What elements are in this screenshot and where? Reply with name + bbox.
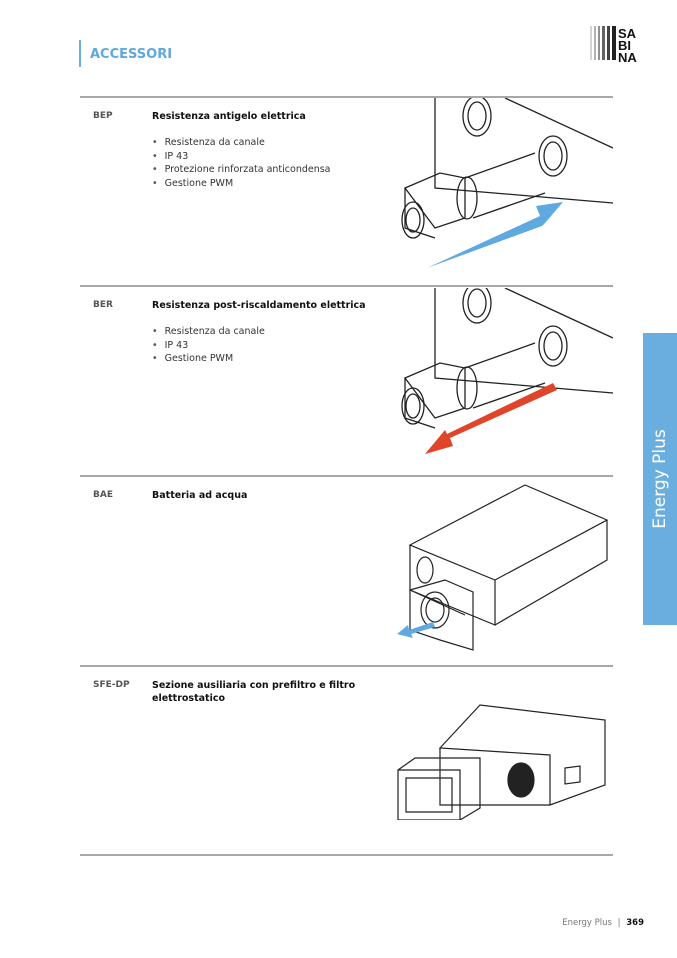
- svg-text:BI: BI: [618, 38, 631, 53]
- divider: [80, 285, 613, 287]
- item-code: SFE-DP: [93, 680, 130, 690]
- side-section-tab: Energy Plus: [643, 333, 677, 625]
- page-number: 369: [626, 918, 644, 928]
- item-code: BEP: [93, 111, 113, 121]
- divider: [80, 665, 613, 667]
- feature-list: Resistenza da canale IP 43 Gestione PWM: [152, 325, 265, 366]
- divider: [80, 854, 613, 856]
- ber-product-drawing: [401, 288, 613, 454]
- item-code: BER: [93, 300, 113, 310]
- feature-item: IP 43: [152, 150, 331, 164]
- side-tab-label: Energy Plus: [650, 429, 670, 529]
- airflow-arrow: [427, 202, 563, 268]
- feature-item: Gestione PWM: [152, 352, 265, 366]
- footer-label: Energy Plus: [562, 918, 612, 928]
- sabiana-logo: SA BI NA: [590, 26, 637, 64]
- feature-list: Resistenza da canale IP 43 Protezione ri…: [152, 136, 331, 190]
- item-title: Resistenza antigelo elettrica: [152, 111, 306, 122]
- feature-item: IP 43: [152, 339, 265, 353]
- sfe-dp-product-drawing: [397, 704, 606, 820]
- item-title: Batteria ad acqua: [152, 490, 248, 501]
- feature-item: Resistenza da canale: [152, 325, 265, 339]
- section-title: ACCESSORI: [90, 47, 173, 62]
- feature-item: Gestione PWM: [152, 177, 331, 191]
- bae-product-drawing: [397, 484, 609, 651]
- header-accent-bar: [79, 40, 81, 67]
- svg-text:SA: SA: [618, 26, 637, 41]
- feature-item: Resistenza da canale: [152, 136, 331, 150]
- feature-item: Protezione rinforzata anticondensa: [152, 163, 331, 177]
- item-code: BAE: [93, 490, 113, 500]
- page-footer: Energy Plus | 369: [562, 918, 644, 928]
- airflow-arrow: [397, 622, 435, 638]
- svg-text:NA: NA: [618, 50, 637, 64]
- airflow-arrow: [425, 383, 557, 454]
- footer-separator: |: [617, 918, 621, 928]
- bep-product-drawing: [401, 98, 613, 268]
- item-title: Sezione ausiliaria con prefiltro e filtr…: [152, 680, 356, 704]
- divider: [80, 96, 613, 98]
- divider: [80, 475, 613, 477]
- item-title: Resistenza post-riscaldamento elettrica: [152, 300, 366, 311]
